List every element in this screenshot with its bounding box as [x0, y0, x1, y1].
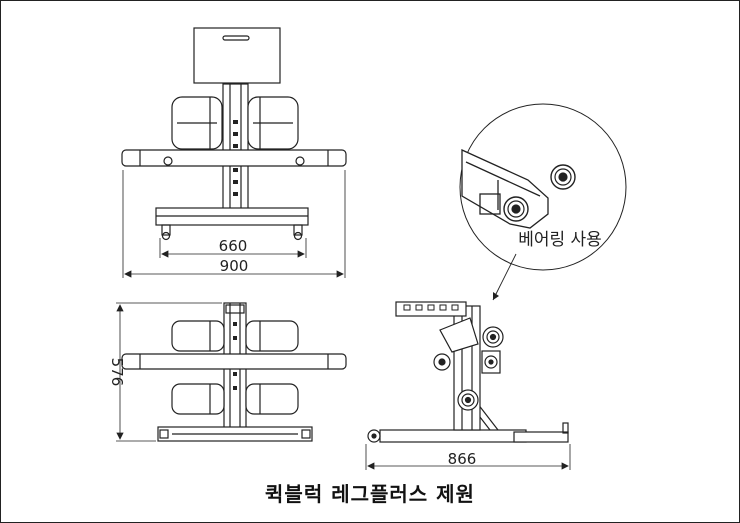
side-arm-holes: [403, 304, 459, 311]
side-front-wheel: [367, 429, 381, 443]
front-right-foot: [293, 224, 303, 241]
front-view: [121, 27, 347, 278]
top-column-cap: [225, 304, 245, 314]
side-end-stop: [562, 422, 569, 434]
dimension-900-label: 900: [220, 257, 249, 275]
bearing-detail-callout: [459, 103, 627, 301]
front-left-foot: [161, 224, 171, 241]
dimension-576-label: 576: [108, 358, 126, 387]
side-top-arm: [395, 301, 467, 317]
side-lower-roller: [457, 389, 479, 411]
side-floor-extension: [513, 431, 569, 443]
top-handle-bar: [121, 353, 347, 370]
dimension-900: [122, 170, 346, 278]
top-column-holes: [233, 322, 237, 390]
top-lower-left-roller: [171, 383, 225, 415]
detail-bearing-right: [550, 164, 576, 190]
side-view: [365, 301, 571, 470]
detail-arm: [461, 148, 549, 229]
dimension-660-label: 660: [219, 237, 248, 255]
front-handle-bar: [121, 149, 347, 167]
callout-leader-line: [492, 253, 517, 301]
top-upper-left-roller: [171, 320, 225, 352]
top-lower-right-roller: [245, 383, 299, 415]
top-view: [116, 302, 347, 442]
dimension-866: [365, 444, 571, 470]
front-right-knob: [295, 156, 305, 166]
side-pivot-plate: [439, 317, 479, 353]
front-right-roller: [247, 96, 299, 150]
detail-bearing-left: [503, 196, 529, 222]
front-left-knob: [163, 156, 173, 166]
front-shin-pad: [193, 27, 281, 84]
dimension-576: [116, 302, 222, 442]
top-left-foot: [159, 429, 169, 439]
dimension-660: [159, 238, 307, 258]
side-upper-roller: [482, 326, 504, 348]
callout-circle: [459, 103, 627, 271]
front-pad-handle: [222, 35, 250, 41]
dimension-866-label: 866: [448, 450, 477, 468]
side-floor-beam: [379, 429, 527, 443]
top-upper-right-roller: [245, 320, 299, 352]
callout-label: 베어링 사용: [518, 230, 602, 250]
side-mid-roller-left: [433, 353, 451, 371]
figure-caption: 퀵블럭 레그플러스 제원: [265, 482, 475, 506]
front-left-roller: [171, 96, 223, 150]
top-right-foot: [301, 429, 311, 439]
side-mid-roller-right: [481, 350, 501, 374]
